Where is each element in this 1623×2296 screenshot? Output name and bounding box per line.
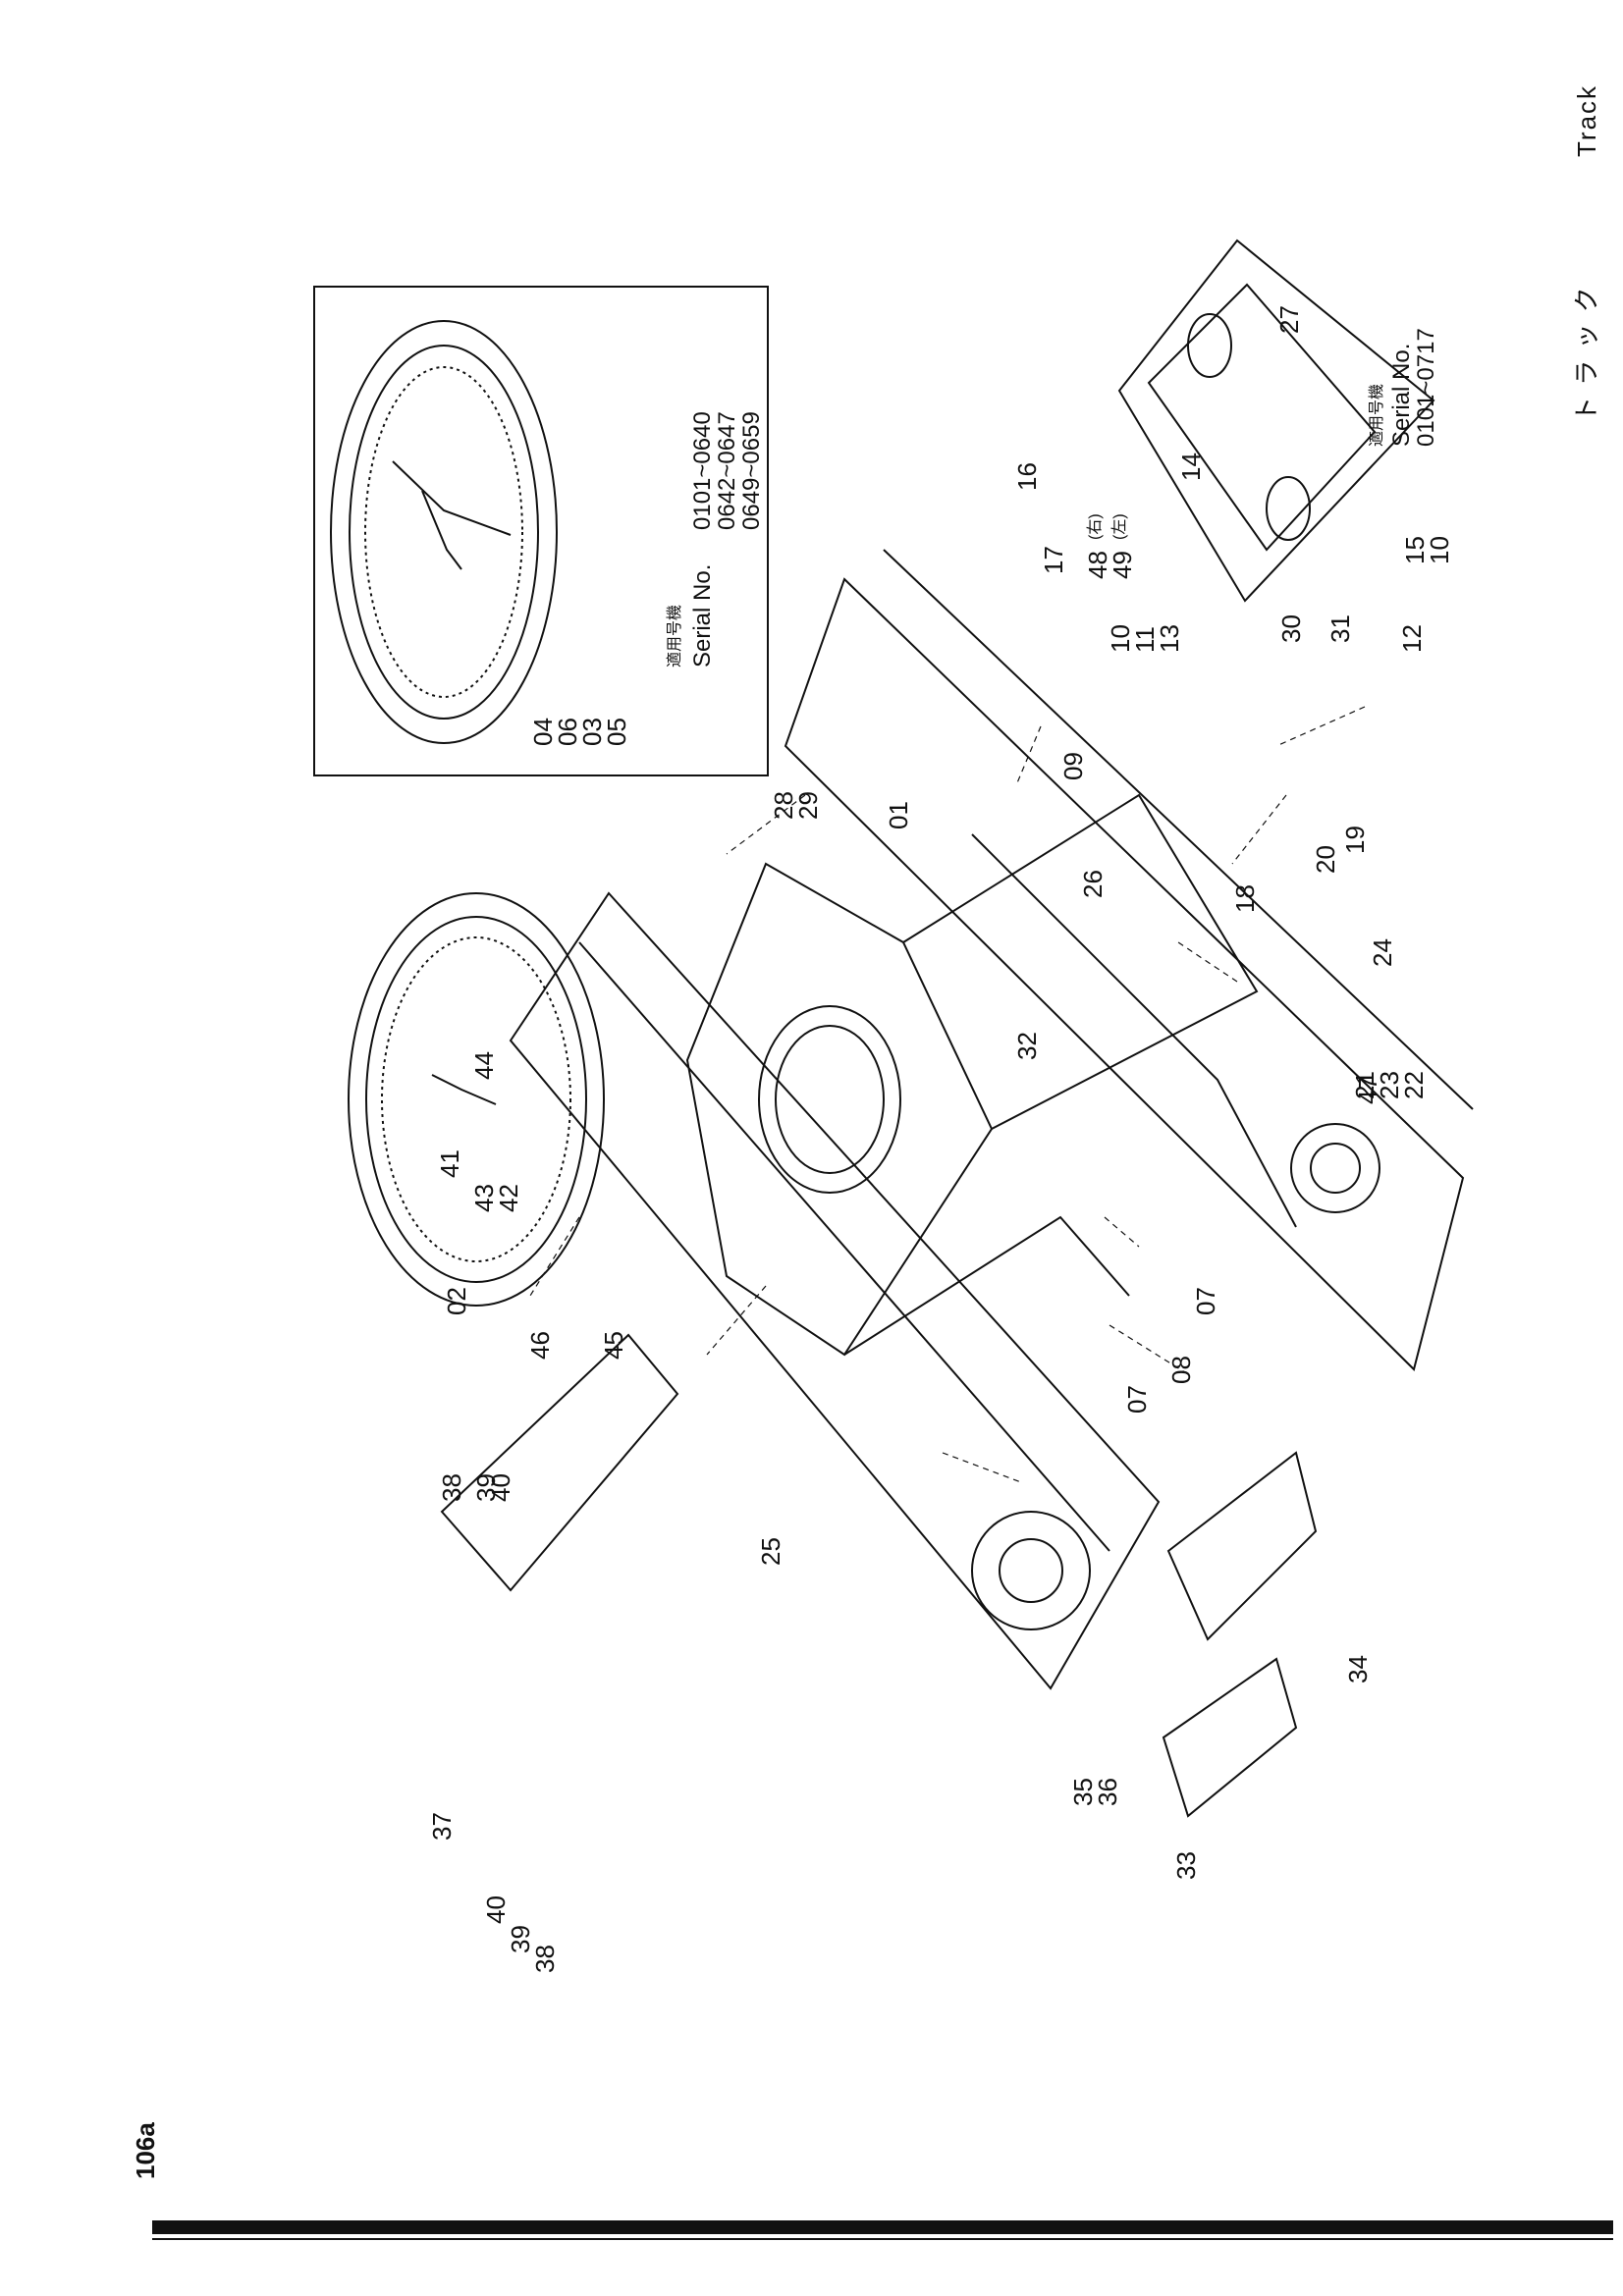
inset-left-applicable-label: 適用号機 — [667, 604, 683, 667]
inset-left-serial-range-2: 0642~0647 — [714, 411, 740, 530]
callout-47: 47 — [1353, 1076, 1382, 1104]
callout-32: 32 — [1012, 1032, 1042, 1060]
callout-25: 25 — [756, 1537, 785, 1566]
callout-07a: 07 — [1191, 1287, 1220, 1315]
callout-38a: 38 — [437, 1473, 466, 1502]
track-chain-lower — [509, 891, 1161, 1690]
callout-34: 34 — [1343, 1655, 1373, 1683]
callout-29: 29 — [793, 791, 823, 820]
callout-45: 45 — [599, 1331, 628, 1360]
callout-22: 22 — [1399, 1071, 1429, 1099]
callout-13: 13 — [1155, 624, 1184, 653]
callout-30: 30 — [1276, 614, 1306, 643]
callout-36: 36 — [1093, 1778, 1122, 1806]
swing-bearing-ring-main — [348, 892, 605, 1307]
inset-right-part-14: 14 — [1176, 453, 1206, 481]
page-rule-thin — [152, 2238, 1613, 2240]
callout-49-note: (左) — [1111, 513, 1128, 540]
callout-43: 43 — [469, 1184, 499, 1212]
callout-49: 49 — [1108, 551, 1137, 579]
swing-bearing-ring-icon — [330, 320, 558, 744]
callout-16: 16 — [1012, 462, 1042, 491]
inset-left-serial-range-1: 0101~0640 — [689, 411, 716, 530]
callout-07b: 07 — [1122, 1385, 1152, 1414]
callout-12: 12 — [1397, 624, 1427, 653]
callout-31: 31 — [1325, 614, 1355, 643]
callout-01: 01 — [884, 801, 913, 829]
callout-40a: 40 — [486, 1473, 515, 1502]
page-rule-thick — [152, 2220, 1613, 2234]
inset-frame-right — [1117, 239, 1435, 603]
callout-02: 02 — [442, 1287, 471, 1315]
idler-roller-icon — [1147, 283, 1377, 552]
callout-19: 19 — [1340, 826, 1370, 854]
callout-18: 18 — [1230, 884, 1260, 913]
callout-46: 46 — [525, 1331, 555, 1360]
inset-left-serial-range-3: 0649~0659 — [738, 411, 765, 530]
undercarriage-frame — [685, 793, 1259, 1357]
callout-17: 17 — [1039, 546, 1068, 574]
inset-right-serial-range-1: 0101~0717 — [1413, 328, 1439, 447]
inset-left-part-05: 05 — [602, 718, 631, 746]
callout-33: 33 — [1171, 1851, 1201, 1880]
callout-24: 24 — [1368, 938, 1397, 967]
inset-right-applicable-label: 適用号機 — [1369, 383, 1385, 447]
callout-42: 42 — [494, 1184, 523, 1212]
callout-48-note: (右) — [1087, 513, 1104, 540]
callout-39b: 39 — [506, 1925, 535, 1953]
inset-left-serial-label: Serial No. — [689, 563, 716, 667]
inset-right-part-10: 10 — [1425, 536, 1454, 564]
callout-38b: 38 — [530, 1945, 560, 1973]
inset-frame-left — [313, 286, 769, 776]
callout-08: 08 — [1166, 1356, 1196, 1384]
callout-26: 26 — [1078, 870, 1108, 898]
header-title-en: Track — [1572, 83, 1601, 157]
inset-right-part-27: 27 — [1274, 305, 1304, 334]
callout-20: 20 — [1311, 845, 1340, 874]
cover-plate-icon — [440, 1333, 1318, 1818]
page-number: 106a — [131, 2122, 160, 2179]
header-title-ja: ト ラ ッ ク — [1572, 285, 1601, 422]
callout-37: 37 — [427, 1812, 457, 1841]
callout-40b: 40 — [481, 1896, 511, 1924]
leader-lines — [529, 706, 1366, 1483]
callout-44: 44 — [469, 1051, 499, 1080]
inset-right-serial-label: Serial No. — [1388, 343, 1415, 447]
callout-09: 09 — [1058, 752, 1088, 780]
track-chain-upper — [784, 549, 1474, 1371]
callout-41: 41 — [435, 1149, 464, 1178]
